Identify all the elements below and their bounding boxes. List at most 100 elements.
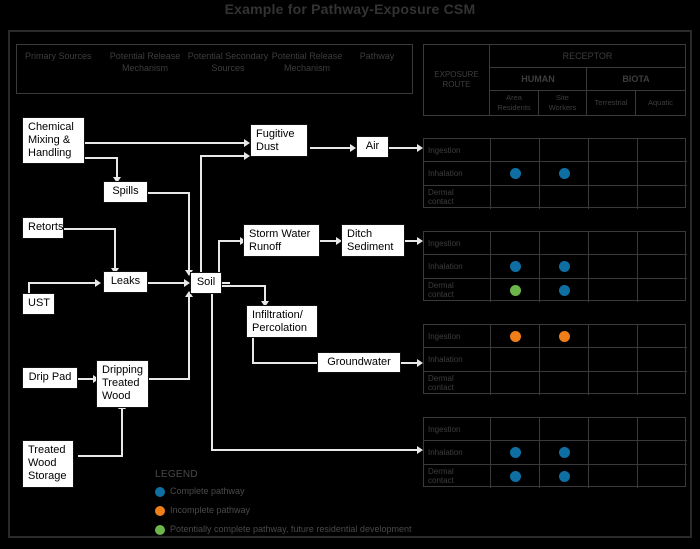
matrix-cell[interactable] <box>540 255 589 278</box>
connector-chemical-to-fugitive-h <box>85 142 246 144</box>
matrix-cell[interactable] <box>589 232 638 255</box>
matrix-cell[interactable] <box>540 371 589 395</box>
matrix-cell[interactable] <box>540 232 589 255</box>
flow-box-leaks[interactable]: Leaks <box>103 271 148 293</box>
matrix-cell[interactable] <box>491 139 540 162</box>
matrix-cell[interactable] <box>540 185 589 209</box>
matrix-cell[interactable] <box>638 372 686 395</box>
connector-arrow-dtw-to-soil <box>185 291 193 297</box>
pathway-dot-incomplete <box>509 330 521 342</box>
matrix-cell[interactable] <box>540 418 589 441</box>
matrix-cell[interactable] <box>540 139 589 162</box>
flow-box-fugitive-dust[interactable]: Fugitive Dust <box>250 124 308 157</box>
flow-box-groundwater[interactable]: Groundwater <box>317 352 401 373</box>
flow-box-chemical-mixing-handling[interactable]: Chemical Mixing & Handling <box>22 117 85 164</box>
matrix-cell[interactable] <box>491 418 540 441</box>
matrix-cell[interactable] <box>589 371 638 395</box>
connector-arrow-soil-to-fugitive <box>244 152 250 160</box>
matrix-cell[interactable] <box>540 348 589 371</box>
connector-fugitive-to-air-h <box>310 147 352 149</box>
connector-arrow-spills-to-soil <box>185 270 193 276</box>
matrix-cell[interactable] <box>638 162 686 184</box>
matrix-route-label: Ingestion <box>424 418 491 441</box>
matrix-column-header-aquatic: Aquatic <box>647 98 674 107</box>
matrix-cell[interactable] <box>491 325 540 348</box>
matrix-cell[interactable] <box>491 255 540 278</box>
matrix-exposure-route-header: EXPOSURE ROUTE <box>424 45 490 115</box>
connector-arrow-chemical-to-spills <box>113 177 121 183</box>
flow-box-storm-water-runoff[interactable]: Storm Water Runoff <box>243 224 320 257</box>
matrix-route-label: Dermal contact <box>424 464 491 488</box>
matrix-cell[interactable] <box>638 232 686 254</box>
matrix-cell[interactable] <box>589 185 638 209</box>
matrix-cell[interactable] <box>638 348 686 370</box>
connector-soil-to-matrix-h <box>211 449 420 451</box>
matrix-cell[interactable] <box>540 325 589 348</box>
connector-chemical-to-spills-v <box>116 157 118 179</box>
matrix-cell[interactable] <box>589 255 638 278</box>
flow-box-infiltration-percolation[interactable]: Infiltration/ Percolation <box>246 305 318 338</box>
matrix-cell[interactable] <box>589 348 638 371</box>
matrix-cell[interactable] <box>491 162 540 185</box>
connector-soil-to-fugitive-h <box>200 155 246 157</box>
flow-box-spills[interactable]: Spills <box>103 181 148 203</box>
connector-arrow-ust-to-leaks <box>95 279 101 287</box>
connector-arrow-ditch-to-matrix <box>417 237 423 245</box>
flow-box-dripping-treated-wood[interactable]: Dripping Treated Wood <box>96 360 149 408</box>
connector-soil-to-swr-h <box>218 240 242 242</box>
connector-ditch-to-matrix-h <box>405 240 420 242</box>
matrix-row: Ingestion <box>424 139 687 163</box>
connector-arrow-soil-to-matrix <box>417 446 423 454</box>
matrix-cell[interactable] <box>540 464 589 488</box>
flow-box-treated-wood-storage[interactable]: Treated Wood Storage <box>22 440 74 488</box>
matrix-route-label: Ingestion <box>424 139 491 162</box>
matrix-cell[interactable] <box>589 418 638 441</box>
matrix-cell[interactable] <box>638 279 686 302</box>
matrix-cell[interactable] <box>491 371 540 395</box>
matrix-row: Ingestion <box>424 232 687 256</box>
connector-gw-to-matrix-h <box>401 362 420 364</box>
matrix-cell[interactable] <box>491 441 540 464</box>
pathway-dot-complete <box>558 284 570 296</box>
matrix-cell[interactable] <box>589 441 638 464</box>
connector-soil-to-fugitive-v <box>200 155 202 275</box>
matrix-cell[interactable] <box>638 325 686 347</box>
matrix-cell[interactable] <box>589 278 638 302</box>
matrix-cell[interactable] <box>540 441 589 464</box>
matrix-cell[interactable] <box>638 255 686 277</box>
matrix-cell[interactable] <box>638 465 686 488</box>
matrix-cell[interactable] <box>540 278 589 302</box>
flow-box-air[interactable]: Air <box>356 136 389 158</box>
connector-arrow-chemical-to-fugitive <box>244 139 250 147</box>
matrix-cell[interactable] <box>638 418 686 440</box>
matrix-column-header-site-workers: Site Workers <box>539 91 587 115</box>
matrix-cell[interactable] <box>589 162 638 185</box>
flow-box-ust[interactable]: UST <box>22 293 55 315</box>
matrix-cell[interactable] <box>638 441 686 463</box>
matrix-cell[interactable] <box>491 464 540 488</box>
flow-box-ditch-sediment[interactable]: Ditch Sediment <box>341 224 405 257</box>
matrix-route-label: Inhalation <box>424 348 491 371</box>
flow-box-soil[interactable]: Soil <box>190 272 222 294</box>
flow-box-drip-pad[interactable]: Drip Pad <box>22 367 78 389</box>
matrix-cell[interactable] <box>589 464 638 488</box>
connector-air-to-matrix-h <box>389 147 420 149</box>
matrix-cell[interactable] <box>491 185 540 209</box>
matrix-cell[interactable] <box>589 325 638 348</box>
matrix-cell[interactable] <box>540 162 589 185</box>
matrix-route-label: Dermal contact <box>424 185 491 209</box>
matrix-cell[interactable] <box>491 232 540 255</box>
matrix-cell[interactable] <box>491 278 540 302</box>
matrix-cell[interactable] <box>589 139 638 162</box>
matrix-cell[interactable] <box>638 139 686 161</box>
connector-arrow-swr-to-ditch <box>336 237 342 245</box>
matrix-receptor-header: RECEPTOR <box>490 45 685 68</box>
pathway-dot-potential <box>509 284 521 296</box>
matrix-cell[interactable] <box>491 348 540 371</box>
matrix-row: Ingestion <box>424 418 687 442</box>
flow-box-retorts[interactable]: Retorts <box>22 217 64 239</box>
matrix-cell[interactable] <box>638 186 686 209</box>
